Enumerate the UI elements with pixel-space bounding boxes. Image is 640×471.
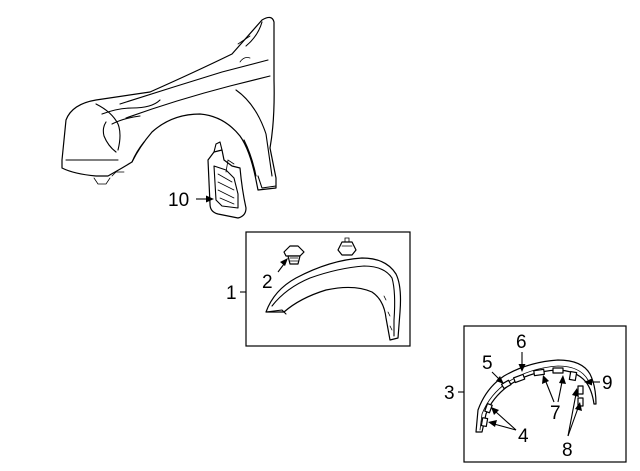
fender-flare-box bbox=[245, 231, 411, 347]
leader-lines bbox=[196, 195, 600, 437]
nut-icon bbox=[337, 237, 357, 256]
callout-10: 10 bbox=[168, 190, 189, 211]
mud-guard-icon bbox=[207, 141, 247, 219]
callout-4: 4 bbox=[518, 426, 529, 447]
fender-flare-icon bbox=[265, 257, 402, 341]
clip-icon bbox=[283, 245, 305, 265]
callout-6: 6 bbox=[516, 332, 527, 353]
callout-5: 5 bbox=[482, 353, 493, 374]
flare-molding-icon bbox=[475, 359, 597, 433]
callout-3: 3 bbox=[444, 383, 455, 404]
callout-1: 1 bbox=[226, 283, 237, 304]
callout-8: 8 bbox=[562, 440, 573, 461]
front-fender-icon bbox=[61, 16, 277, 191]
callout-9: 9 bbox=[602, 373, 613, 394]
molding-box bbox=[463, 325, 627, 463]
callout-2: 2 bbox=[262, 272, 273, 293]
callout-7: 7 bbox=[550, 403, 561, 424]
